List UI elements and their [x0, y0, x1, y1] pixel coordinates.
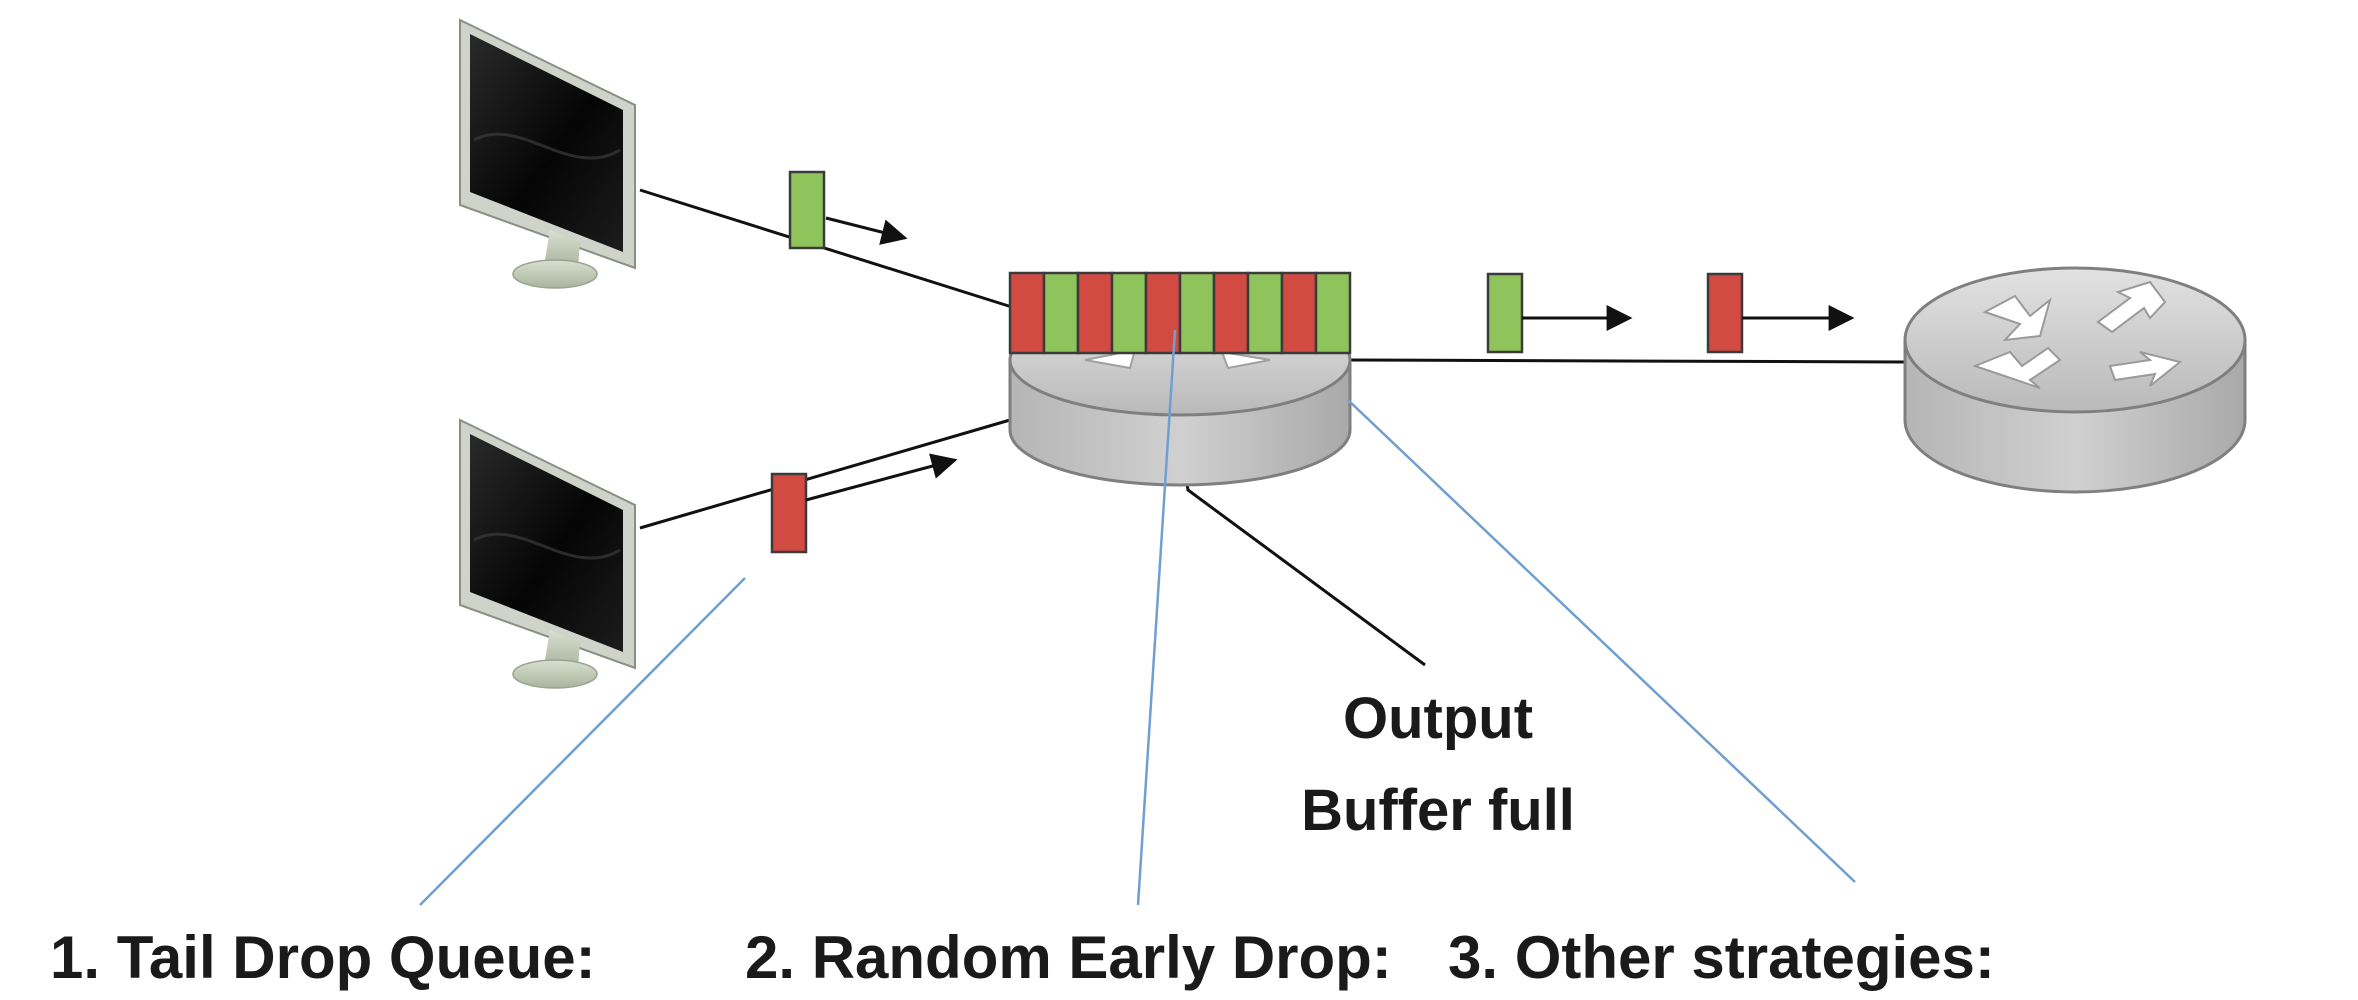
link-host2-router	[639, 418, 1011, 530]
packet-green	[788, 170, 826, 250]
buffer-label-line2: Buffer full	[1301, 778, 1575, 843]
link-host1-router	[639, 188, 1016, 310]
packet-red	[1706, 272, 1744, 354]
buffer-packet-green	[1110, 271, 1148, 355]
buffer-packet-green	[1042, 271, 1080, 355]
strategy-random-early-drop: 2. Random Early Drop:	[745, 924, 1392, 991]
packet-green	[1486, 272, 1524, 354]
router-arrows-icon	[1084, 348, 1271, 370]
buffer-packet-red	[1212, 271, 1250, 355]
packet-arrow	[805, 453, 958, 502]
strategy-other: 3. Other strategies:	[1448, 924, 1995, 991]
strategy-tail-drop: 1. Tail Drop Queue:	[50, 924, 596, 991]
packet-red	[770, 472, 808, 554]
buffer-packet-green	[1246, 271, 1284, 355]
buffer-queue	[1008, 271, 1352, 355]
buffer-packet-red	[1076, 271, 1114, 355]
monitor-icon	[459, 18, 636, 289]
buffer-packet-red	[1008, 271, 1046, 355]
buffer-packet-green	[1178, 271, 1216, 355]
buffer-packet-red	[1280, 271, 1318, 355]
router-arrows-icon	[1972, 280, 2183, 389]
link-router-router	[1349, 358, 1906, 364]
callout-random-early-drop	[1136, 329, 1177, 906]
monitor-icon	[459, 418, 636, 689]
buffer-packet-green	[1314, 271, 1352, 355]
router-icon	[1903, 266, 2247, 494]
callout-other-strategies	[1347, 399, 1856, 883]
buffer-label-line1: Output	[1343, 686, 1533, 751]
packets-in-flight	[770, 170, 1855, 554]
strategy-callouts	[419, 329, 1856, 906]
packet-arrow	[825, 216, 908, 245]
callout-tail-drop	[419, 577, 746, 906]
